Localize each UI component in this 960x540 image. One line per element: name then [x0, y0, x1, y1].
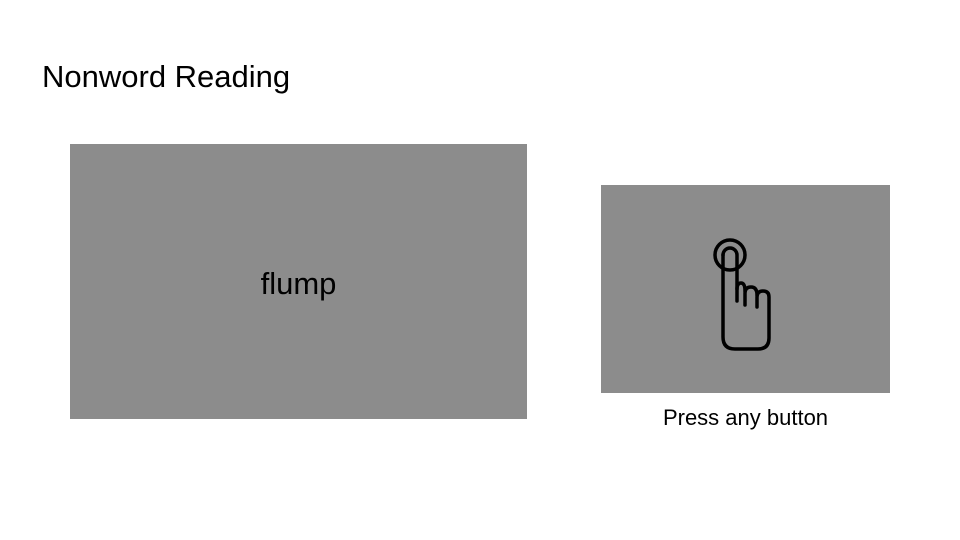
response-prompt: Press any button	[662, 405, 829, 430]
response-button[interactable]	[601, 185, 890, 393]
stimulus-panel: flump	[70, 144, 527, 419]
stimulus-word: flump	[260, 265, 337, 301]
pointing-finger-icon	[713, 238, 771, 351]
page-title: Nonword Reading	[42, 59, 291, 94]
